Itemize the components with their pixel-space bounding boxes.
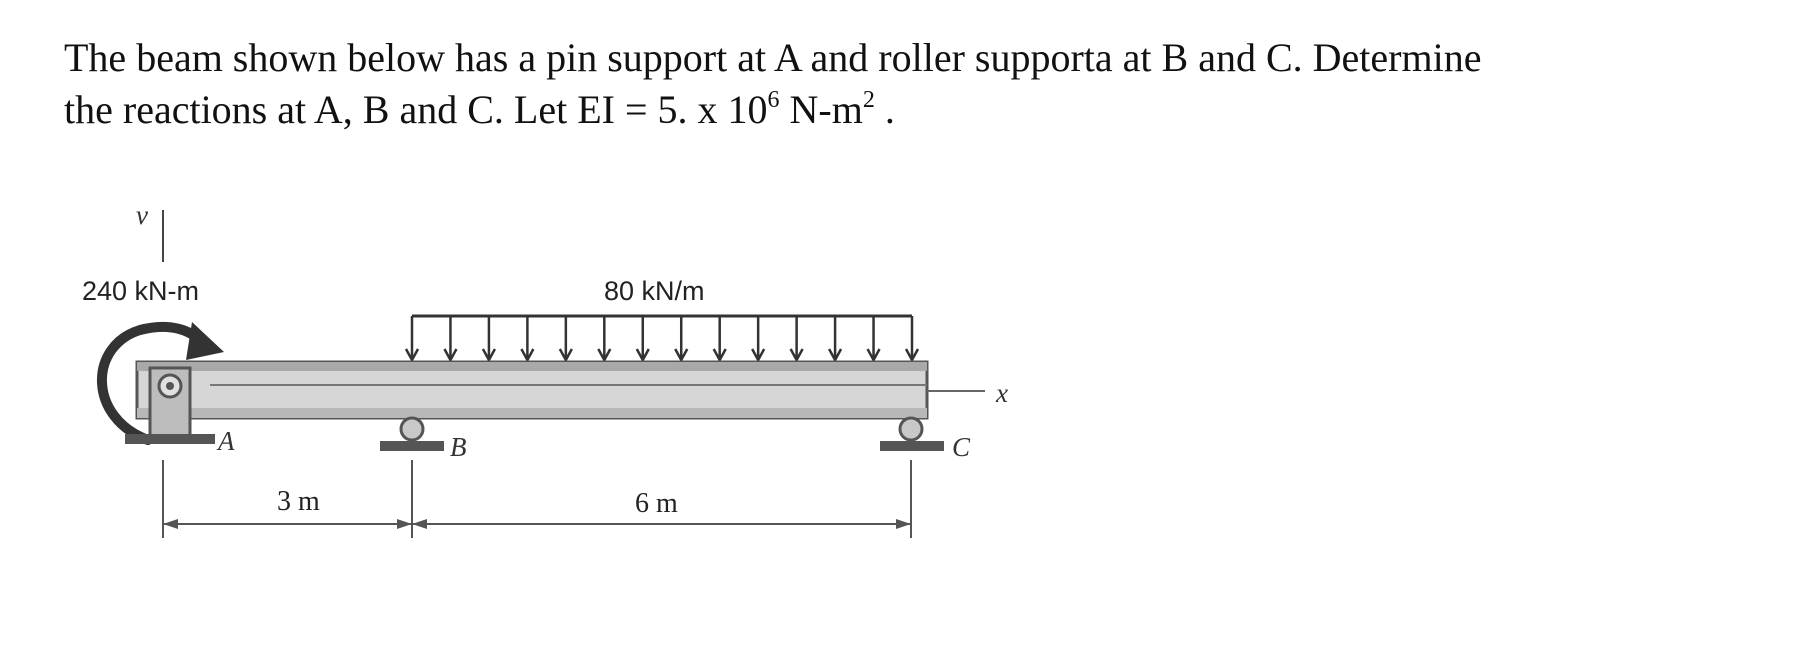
problem-line-2-text: the reactions at A, B and C. Let EI = 5.…	[64, 87, 768, 132]
load-arrow-head-icon	[597, 348, 612, 363]
units-text: N-m	[779, 87, 863, 132]
moment-arrow-icon	[97, 321, 224, 445]
load-arrow-head-icon	[674, 348, 689, 363]
v-axis-label: v	[136, 200, 148, 230]
span-ab-label: 3 m	[277, 486, 320, 517]
pin-support-a	[125, 366, 215, 444]
load-arrow-head-icon	[866, 348, 881, 363]
load-arrow-head-icon	[520, 348, 535, 363]
v-axis: v	[136, 200, 164, 262]
exponent-6: 6	[767, 87, 780, 113]
x-axis: x	[927, 378, 1008, 408]
load-arrow-head-icon	[712, 348, 727, 363]
x-axis-label: x	[995, 378, 1008, 408]
load-arrow-head-icon	[751, 348, 766, 363]
load-arrow-head-icon	[443, 348, 458, 363]
problem-statement: The beam shown below has a pin support a…	[64, 32, 1744, 142]
distributed-load	[404, 314, 920, 363]
support-b-label: B	[450, 432, 467, 462]
load-arrow-head-icon	[558, 348, 573, 363]
load-label: 80 kN/m	[604, 276, 705, 306]
load-arrows	[404, 316, 920, 363]
problem-line-1: The beam shown below has a pin support a…	[64, 35, 1482, 80]
load-arrow-head-icon	[904, 348, 920, 363]
load-arrow-head-icon	[635, 348, 650, 363]
exponent-2: 2	[862, 87, 875, 113]
roller-support-b	[380, 416, 444, 451]
roller-support-c	[880, 416, 944, 451]
beam	[135, 360, 929, 420]
support-c-label: C	[952, 432, 971, 462]
dimension-lines	[162, 460, 912, 538]
span-bc-label: 6 m	[635, 488, 678, 519]
load-arrow-head-icon	[789, 348, 804, 363]
moment-label: 240 kN-m	[82, 276, 199, 306]
problem-line-2: the reactions at A, B and C. Let EI = 5.…	[64, 84, 1744, 142]
load-arrow-head-icon	[404, 348, 420, 363]
period-text: .	[874, 87, 895, 132]
load-arrow-head-icon	[481, 348, 497, 363]
load-arrow-head-icon	[827, 348, 843, 363]
support-a-label: A	[216, 426, 235, 456]
